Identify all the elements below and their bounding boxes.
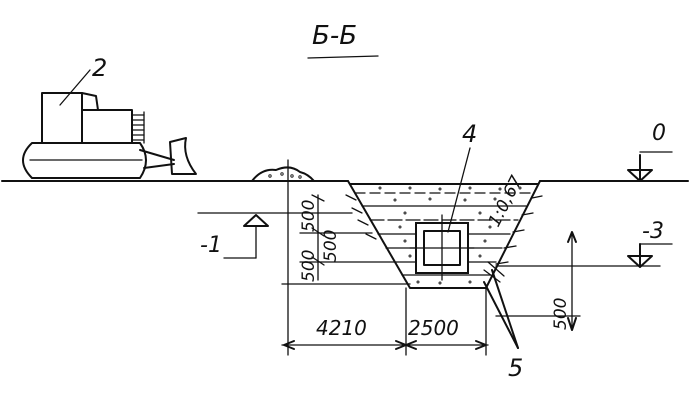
callout-bulldozer: 2 — [92, 54, 107, 82]
level-marker-ground — [627, 151, 673, 182]
bulldozer — [22, 69, 197, 179]
level-marker-left — [197, 212, 353, 259]
horizontal-dimensions — [281, 287, 489, 356]
level-label-left: -1 — [200, 233, 222, 258]
left-vertical-dimensions — [281, 159, 411, 356]
soil-pile — [251, 166, 315, 182]
dim-top-width: 4210 — [316, 316, 367, 340]
callout-markers: 5 — [508, 354, 523, 382]
level-label-ground: 0 — [652, 121, 666, 146]
section-title: Б-Б — [312, 21, 357, 51]
right-vertical-dimension — [495, 231, 581, 331]
dim-depth-3: 500 — [321, 230, 341, 262]
title-underline — [307, 55, 379, 59]
level-marker-right — [495, 243, 673, 268]
dim-depth-2: 500 — [299, 250, 319, 282]
markers — [483, 261, 519, 349]
dim-depth-1: 500 — [299, 200, 319, 232]
callout-pipe: 4 — [462, 120, 477, 148]
slope-label: 1:0,67 — [485, 173, 528, 231]
pipe — [409, 147, 475, 281]
dim-bottom-width: 2500 — [408, 316, 459, 340]
dim-right-depth: 500 — [551, 298, 571, 330]
level-label-right: -3 — [642, 219, 664, 244]
